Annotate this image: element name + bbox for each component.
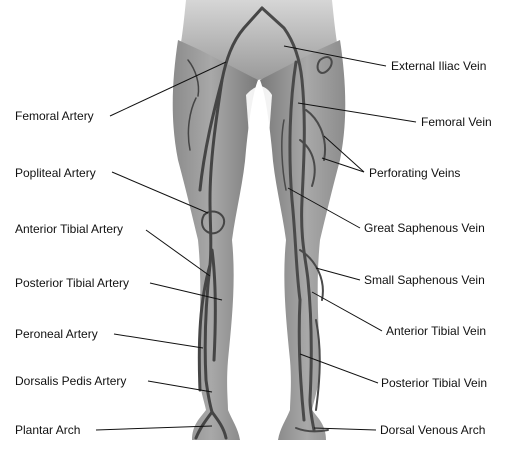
label-dorsalis-pedis-artery: Dorsalis Pedis Artery <box>15 374 126 388</box>
label-external-iliac-vein: External Iliac Vein <box>391 59 486 73</box>
label-perforating-veins: Perforating Veins <box>369 166 460 180</box>
label-femoral-vein: Femoral Vein <box>421 115 492 129</box>
label-anterior-tibial-vein: Anterior Tibial Vein <box>386 324 486 338</box>
label-peroneal-artery: Peroneal Artery <box>15 327 98 341</box>
label-femoral-artery: Femoral Artery <box>15 109 94 123</box>
label-posterior-tibial-vein: Posterior Tibial Vein <box>381 376 487 390</box>
label-posterior-tibial-artery: Posterior Tibial Artery <box>15 276 129 290</box>
label-small-saphenous-vein: Small Saphenous Vein <box>364 273 485 287</box>
label-plantar-arch: Plantar Arch <box>15 423 80 437</box>
label-popliteal-artery: Popliteal Artery <box>15 166 96 180</box>
label-great-saphenous-vein: Great Saphenous Vein <box>364 221 485 235</box>
label-dorsal-venous-arch: Dorsal Venous Arch <box>380 423 485 437</box>
label-anterior-tibial-artery: Anterior Tibial Artery <box>15 222 123 236</box>
